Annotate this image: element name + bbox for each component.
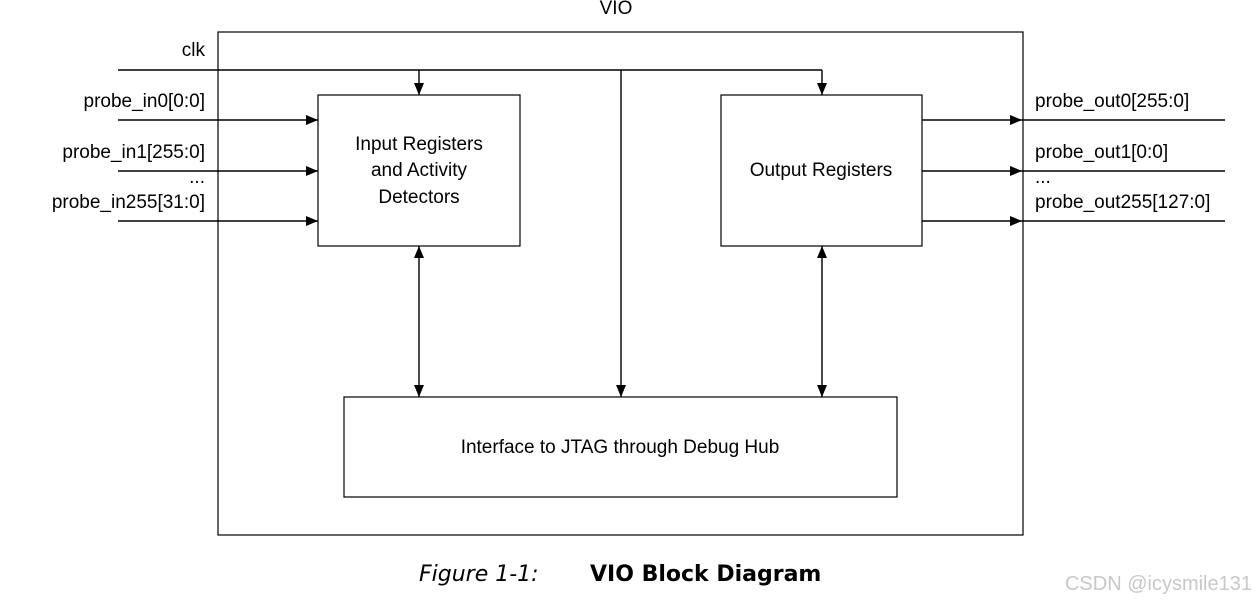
vio-outer-box (217, 31, 1024, 536)
probe-input-label: probe_in0[0:0] (84, 91, 206, 112)
probe-input-label: probe_in255[31:0] (52, 192, 205, 213)
figure-number: Figure 1-1: (419, 562, 539, 587)
probe-output-label: probe_out255[127:0] (1035, 192, 1210, 213)
figure-title: VIO Block Diagram (590, 562, 821, 587)
watermark-text: CSDN @icysmile131 (1065, 573, 1252, 595)
probe-input-label: probe_in1[255:0] (62, 142, 205, 163)
input-registers-label: Detectors (378, 187, 459, 208)
probe-output-label: probe_out1[0:0] (1035, 142, 1168, 163)
clock-label: clk (182, 40, 206, 61)
output-registers-block (720, 94, 923, 247)
jtag-interface-block (343, 396, 898, 498)
input-ellipsis: ... (189, 167, 205, 188)
probe-output-label: probe_out0[255:0] (1035, 91, 1189, 112)
output-ellipsis: ... (1035, 167, 1051, 188)
diagram-title: VIO (600, 0, 633, 19)
jtag-interface-label: Interface to JTAG through Debug Hub (461, 437, 780, 458)
output-registers-label: Output Registers (750, 160, 893, 181)
input-registers-label: and Activity (371, 160, 468, 181)
input-registers-label: Input Registers (355, 134, 483, 155)
